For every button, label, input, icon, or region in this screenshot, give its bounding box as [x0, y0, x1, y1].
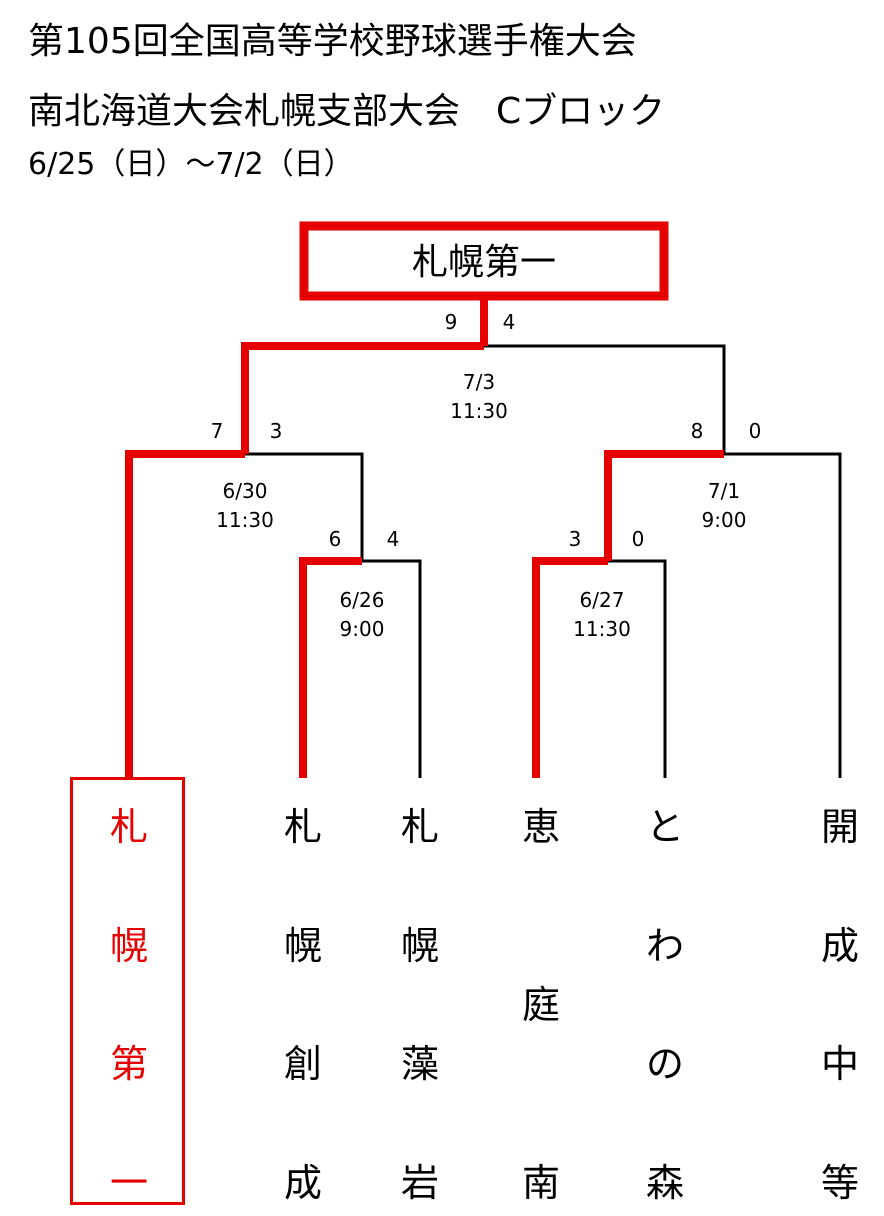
page-title: 第105回全国高等学校野球選手権大会	[28, 21, 637, 62]
bracket-line-winner-eniwa-minami	[532, 557, 608, 778]
team-name-char: 中	[820, 1042, 859, 1087]
bracket-line-winner-g2	[604, 450, 724, 561]
date-g5: 7/3	[463, 370, 495, 394]
team-towa-no-mori: と わ の 森	[625, 800, 705, 1210]
time-g3: 11:30	[216, 508, 274, 532]
date-g2: 6/27	[580, 588, 625, 612]
team-name-char: 第	[109, 1042, 148, 1087]
team-name-char: 一	[109, 1160, 148, 1205]
date-g3: 6/30	[223, 479, 268, 503]
time-g4: 9:00	[702, 508, 747, 532]
team-name-char: 等	[820, 1160, 859, 1205]
team-name-char: 幌	[109, 923, 148, 968]
team-name-char: 成	[283, 1160, 322, 1205]
time-g5: 11:30	[450, 399, 508, 423]
team-sapporo-moiwa: 札 幌 藻 岩	[380, 800, 460, 1210]
score-g2-left: 3	[569, 527, 582, 551]
score-g3-left: 7	[211, 419, 224, 443]
score-g1-left: 6	[329, 527, 342, 551]
team-name-char: 成	[820, 923, 859, 968]
page-subtitle: 南北海道大会札幌支部大会 Cブロック	[28, 91, 666, 132]
champion-name: 札幌第一	[412, 242, 556, 283]
team-name-char: 創	[283, 1042, 322, 1087]
team-name-char: の	[645, 1042, 684, 1087]
team-name-char: と	[645, 805, 684, 849]
team-name-char: 南	[521, 1161, 560, 1205]
score-g4-left: 8	[691, 419, 704, 443]
bracket-line-winner-sapporo-sosei	[299, 557, 362, 778]
team-name-char: 藻	[400, 1042, 439, 1087]
score-g5-right: 4	[503, 310, 516, 334]
time-g2: 11:30	[573, 617, 631, 641]
bracket-line-g1-to-g3	[245, 452, 364, 561]
bracket-line-sapporo-moiwa	[362, 559, 422, 778]
team-sapporo-daiichi: 札 幌 第 一	[89, 800, 169, 1210]
team-name-char: 幌	[400, 923, 439, 968]
team-name-char: 開	[820, 805, 859, 849]
team-name-char: 札	[109, 805, 148, 849]
team-eniwa-minami: 恵 庭 南	[501, 800, 581, 1210]
team-name-char: 恵	[521, 805, 560, 849]
date-g4: 7/1	[708, 479, 740, 503]
score-g4-right: 0	[749, 419, 762, 443]
winner-team-box	[70, 777, 185, 1205]
bracket-line-towa-no-mori	[608, 559, 667, 778]
score-g3-right: 3	[270, 419, 283, 443]
team-name-char: わ	[645, 923, 684, 968]
team-name-char: 札	[283, 805, 322, 849]
team-name-char: 庭	[521, 983, 560, 1027]
bracket-line-kaisei	[724, 452, 842, 778]
date-range: 6/25（日）～7/2（日）	[28, 147, 354, 182]
bracket-line-g4-to-final	[484, 344, 726, 454]
team-kaisei-chuto: 開 成 中 等	[800, 800, 880, 1210]
date-g1: 6/26	[340, 588, 385, 612]
bracket-line-winner-g3	[241, 342, 484, 454]
team-sapporo-sosei: 札 幌 創 成	[263, 800, 343, 1210]
score-g5-left: 9	[445, 310, 458, 334]
score-g1-right: 4	[387, 527, 400, 551]
score-g2-right: 0	[632, 527, 645, 551]
team-name-char: 森	[645, 1160, 684, 1205]
team-name-char: 札	[400, 805, 439, 849]
team-name-char: 幌	[283, 923, 322, 968]
bracket-line-winner-sapporo-daiichi	[125, 450, 245, 778]
team-name-char: 岩	[400, 1160, 439, 1205]
time-g1: 9:00	[340, 617, 385, 641]
